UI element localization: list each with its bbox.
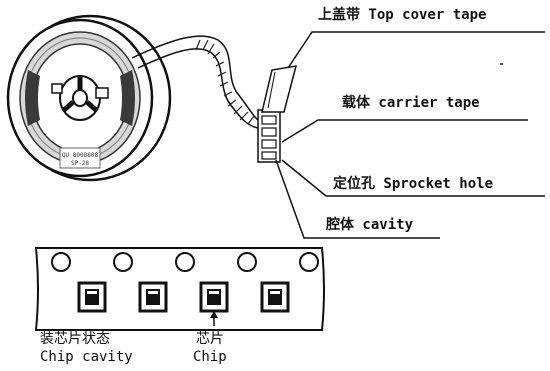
callout-sprocket-hole bbox=[281, 159, 545, 197]
label-cavity: 腔体 cavity bbox=[326, 217, 414, 233]
callout-lines bbox=[275, 31, 545, 239]
tape-edge-top bbox=[131, 35, 263, 123]
sprocket-hole-1 bbox=[51, 252, 71, 272]
sprocket-hole-3 bbox=[175, 252, 195, 272]
label-chip-cavity-en: Chip cavity bbox=[40, 349, 133, 365]
label-chip-cavity-cn: 装芯片状态 bbox=[40, 331, 110, 347]
hub-tab-right bbox=[95, 87, 109, 99]
cavity-1 bbox=[77, 281, 107, 313]
carrier-pocket-2 bbox=[261, 127, 277, 137]
tape-strip bbox=[131, 35, 298, 163]
sprocket-hole-4 bbox=[237, 252, 257, 272]
tape-pockets-twisted bbox=[195, 39, 255, 125]
sprocket-hole-5 bbox=[299, 252, 319, 272]
callout-cavity bbox=[275, 159, 440, 239]
label-sprocket-hole: 定位孔 Sprocket hole bbox=[333, 176, 494, 192]
cover-tape-fold bbox=[267, 71, 276, 109]
label-chip-en: Chip bbox=[193, 349, 227, 365]
callout-carrier-tape bbox=[281, 119, 528, 143]
hub-tab-left bbox=[51, 83, 63, 94]
cavity-3 bbox=[199, 281, 229, 313]
reel-label-line-1: QU 8008808 bbox=[62, 152, 99, 159]
carrier-pocket-4 bbox=[261, 151, 277, 160]
reel-hub-center bbox=[72, 89, 88, 107]
reel-label-line-2: SP-28 bbox=[71, 160, 89, 167]
carrier-pocket-1 bbox=[261, 115, 277, 125]
callout-top-cover-tape bbox=[287, 31, 545, 69]
tape-detail bbox=[34, 247, 325, 331]
reel-window-left bbox=[25, 70, 40, 126]
cavity-2 bbox=[138, 281, 168, 313]
label-top-cover-tape: 上盖带 Top cover tape bbox=[318, 7, 487, 23]
chip-arrow-head bbox=[210, 311, 218, 318]
reel: QU 8008808 SP-28 bbox=[6, 14, 172, 182]
cavity-4 bbox=[260, 281, 290, 313]
reel-window-right bbox=[120, 70, 135, 126]
hub-spoke-left bbox=[61, 100, 75, 113]
reel-label-box bbox=[59, 147, 101, 169]
sprocket-hole-2 bbox=[113, 252, 133, 272]
cover-tape-peeled bbox=[261, 65, 298, 113]
hub-spoke-right bbox=[85, 100, 99, 113]
label-carrier-tape: 载体 carrier tape bbox=[342, 95, 480, 111]
carrier-pocket-3 bbox=[261, 139, 277, 149]
label-chip-cn: 芯片 bbox=[196, 331, 224, 347]
tape-edge-bottom bbox=[137, 48, 259, 129]
